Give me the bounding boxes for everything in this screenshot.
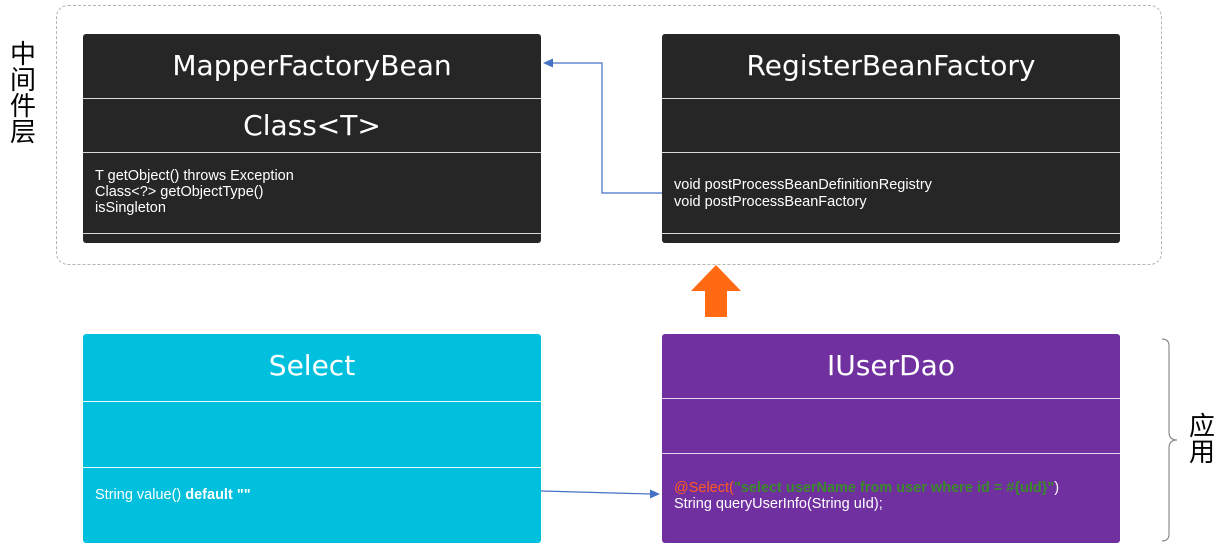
- sql-string: "select userName from user where id = #{…: [733, 480, 1055, 496]
- method-item: Class<?> getObjectType(): [95, 184, 264, 200]
- application-layer-label: 应用: [1188, 412, 1215, 468]
- default-keyword: default: [185, 487, 233, 503]
- method-signature: String value(): [95, 487, 186, 503]
- method-item: String value() default "": [95, 487, 533, 503]
- register-to-mapper-connector: [543, 58, 662, 194]
- middleware-layer-label: 中间件层: [9, 40, 36, 148]
- select-annotation-class: Select String value() default "": [83, 334, 541, 543]
- arrow-right-icon: [650, 489, 660, 499]
- select-annotation: @Select(: [674, 480, 734, 496]
- class-name: IUserDao: [827, 348, 955, 382]
- method-item: void postProcessBeanFactory: [674, 194, 867, 210]
- method-item: String queryUserInfo(String uId);: [674, 496, 883, 512]
- iuserdao-interface-class: IUserDao @Select("select userName from u…: [662, 334, 1120, 543]
- right-brace-icon: [1161, 338, 1178, 542]
- default-value: "": [232, 487, 251, 503]
- middleware-layer-group: [56, 5, 1162, 265]
- method-item: void postProcessBeanDefinitionRegistry: [674, 177, 932, 193]
- annotation-line: @Select("select userName from user where…: [674, 480, 1112, 496]
- class-attribute: Class<T>: [243, 108, 381, 142]
- register-bean-factory-class: RegisterBeanFactory void postProcessBean…: [662, 34, 1120, 243]
- method-item: isSingleton: [95, 200, 166, 216]
- annotation-close: ): [1054, 480, 1060, 496]
- class-name: RegisterBeanFactory: [746, 49, 1036, 82]
- method-item: T getObject() throws Exception: [95, 168, 294, 184]
- class-name: Select: [268, 348, 356, 382]
- select-to-iuserdao-connector: [540, 489, 660, 499]
- mapper-factory-bean-class: MapperFactoryBean Class<T> T getObject()…: [83, 34, 541, 243]
- arrow-up-icon: [691, 265, 741, 317]
- class-name: MapperFactoryBean: [172, 49, 452, 82]
- arrow-left-icon: [543, 58, 553, 68]
